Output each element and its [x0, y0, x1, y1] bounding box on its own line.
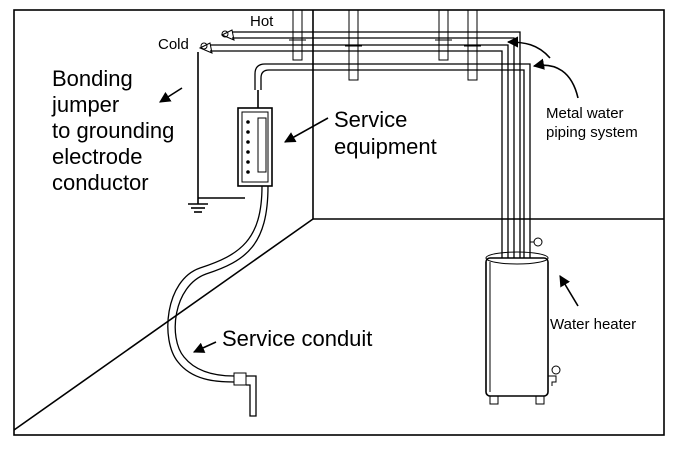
bonding-label-line-2: jumper	[51, 92, 119, 117]
service-conduit	[167, 185, 269, 417]
service-conduit-arrow	[192, 341, 217, 353]
hanger	[438, 9, 449, 61]
bonding-label-line-4: electrode	[52, 144, 143, 169]
water-heater	[485, 237, 561, 405]
heater-tank	[485, 257, 549, 397]
service-conduit-label: Service conduit	[222, 326, 372, 351]
bonding-label-line-3: to grounding	[52, 118, 174, 143]
ground-symbol	[188, 203, 208, 213]
water-heater-arrow	[559, 275, 579, 307]
metal-water-piping-label-line-1: Metal water	[546, 105, 624, 122]
service-equipment-label-line-2: equipment	[334, 134, 437, 159]
service-equipment-panel	[237, 90, 273, 187]
piping-arrow-lower	[532, 58, 579, 99]
piping-arrow-upper	[506, 36, 551, 59]
panel-box	[237, 107, 273, 187]
metal-water-piping-label-line-2: piping system	[546, 124, 638, 141]
service-pipe	[254, 63, 531, 258]
hot-valve	[220, 29, 235, 41]
bonding-arrow	[159, 87, 183, 103]
frame-border	[13, 9, 665, 436]
water-heater-label: Water heater	[550, 316, 636, 333]
cold-valve	[198, 42, 213, 54]
hanger	[292, 9, 303, 61]
room-outline	[13, 9, 665, 436]
cold-label: Cold	[158, 36, 189, 53]
side-wall-floor-line	[13, 218, 314, 431]
bonding-label-line-5: conductor	[52, 170, 149, 195]
bonding-label-line-1: Bonding	[52, 66, 133, 91]
hot-label: Hot	[250, 13, 274, 30]
service-equipment-label-line-1: Service	[334, 107, 407, 132]
bonding-jumper	[197, 52, 245, 204]
service-equipment-arrow	[284, 117, 329, 143]
